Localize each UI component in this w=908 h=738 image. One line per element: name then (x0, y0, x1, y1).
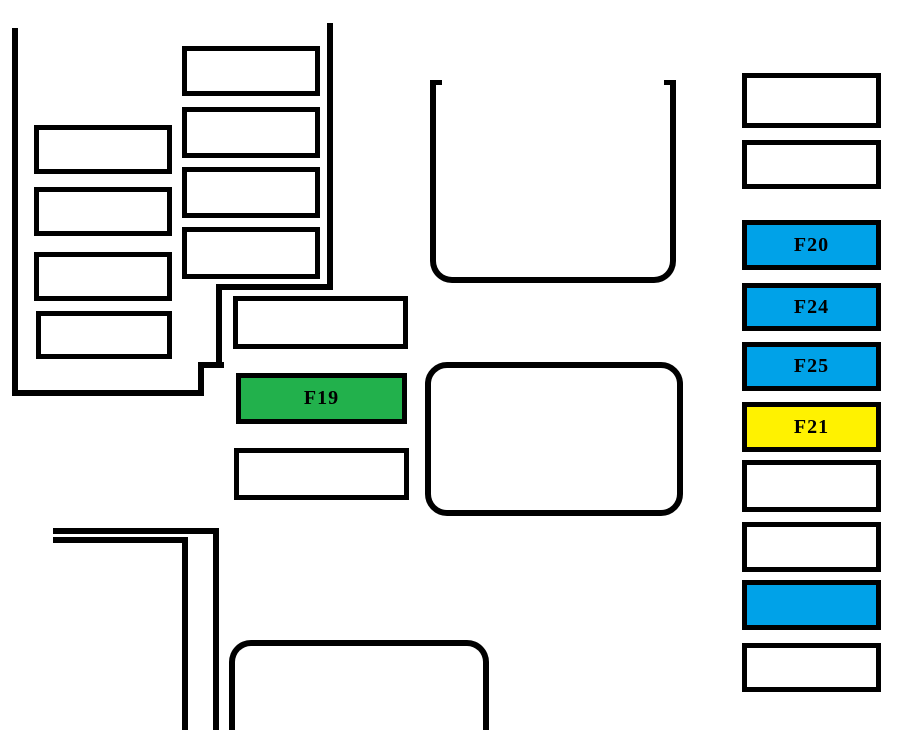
fuse-f20-label: F20 (793, 233, 830, 256)
fuse-f20: F20 (742, 220, 881, 270)
bracket-outer-vertical (213, 528, 219, 730)
fuse-middle-2 (182, 107, 320, 158)
fuse-f24: F24 (742, 283, 881, 331)
fuse-right-1 (742, 73, 881, 128)
fuse-f25-label: F25 (793, 355, 830, 377)
panel-outline-left-vertical (12, 28, 18, 396)
relay-box (425, 362, 683, 516)
fuse-left-3 (34, 252, 172, 301)
fuse-right-2 (742, 140, 881, 189)
panel-outline-right-vertical (327, 23, 333, 290)
fuse-middle-4 (182, 227, 320, 279)
fuse-left-4 (36, 311, 172, 359)
fuse-f25: F25 (742, 342, 881, 391)
fuse-middle-3 (182, 167, 320, 218)
panel-outline-step-horizontal-1 (198, 362, 224, 368)
fuse-f21: F21 (742, 402, 881, 452)
fuse-middle-1 (182, 46, 320, 96)
fuse-right-8 (742, 522, 881, 572)
connector-top-u-left-tick (430, 80, 442, 85)
fuse-center-bottom (234, 448, 409, 500)
panel-outline-bottom (12, 390, 204, 396)
fuse-left-2 (34, 187, 172, 236)
bracket-outer-horizontal (53, 528, 219, 534)
fuse-right-7 (742, 460, 881, 512)
connector-top-u (430, 80, 676, 283)
panel-outline-step-horizontal-2 (216, 284, 333, 290)
panel-outline-step-vertical-1 (198, 362, 204, 396)
connector-top-u-right-tick (664, 80, 676, 85)
fuse-f24-label: F24 (793, 295, 830, 318)
fuse-center-top (233, 296, 408, 349)
fuse-f21-label: F21 (793, 415, 830, 438)
panel-outline-step-vertical-2 (216, 284, 222, 368)
bracket-inner-vertical (182, 537, 188, 730)
fuse-right-10 (742, 643, 881, 692)
fuse-f19: F19 (236, 373, 407, 424)
fuse-right-9-blue (742, 580, 881, 630)
bracket-inner-horizontal (53, 537, 188, 543)
connector-bottom (229, 640, 489, 730)
fuse-left-1 (34, 125, 172, 174)
fuse-f19-label: F19 (303, 387, 340, 409)
